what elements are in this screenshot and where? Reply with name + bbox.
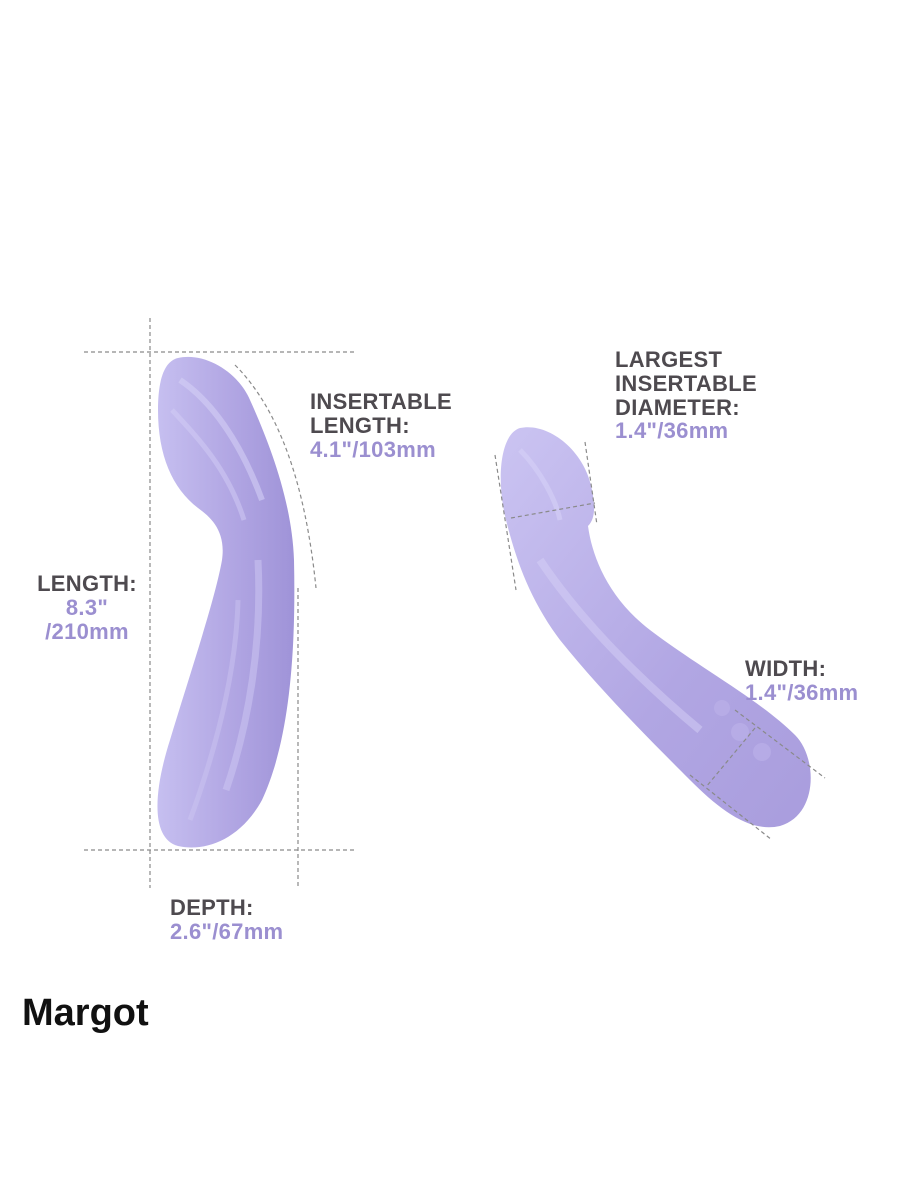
width-guide-bottom xyxy=(689,774,773,841)
product-title: Margot xyxy=(22,992,149,1034)
product-side-view xyxy=(157,356,295,848)
diameter-value: 1.4"/36mm xyxy=(615,418,729,444)
left-guide-lines xyxy=(84,318,356,888)
insertable-length-label: INSERTABLE LENGTH: 4.1"/103mm xyxy=(310,390,452,461)
diameter-title-1: LARGEST xyxy=(615,347,723,372)
width-label: WIDTH: 1.4"/36mm xyxy=(745,657,858,705)
diameter-title-2: INSERTABLE xyxy=(615,370,757,396)
diameter-guide-cross xyxy=(510,502,596,519)
insertable-length-title-1: INSERTABLE xyxy=(310,389,452,414)
insertable-length-value: 4.1"/103mm xyxy=(310,436,436,462)
width-guide-top xyxy=(734,709,826,779)
width-value: 1.4"/36mm xyxy=(745,679,859,705)
width-guide-cross xyxy=(705,727,756,788)
depth-title: DEPTH: xyxy=(170,895,254,920)
length-title: LENGTH: xyxy=(37,571,137,596)
length-value-inches: 8.3" xyxy=(65,594,109,620)
length-value-mm: /210mm xyxy=(45,618,129,644)
largest-diameter-label: LARGEST INSERTABLE DIAMETER: 1.4"/36mm xyxy=(615,348,757,443)
diameter-guide-left xyxy=(494,454,517,591)
diameter-title-3: DIAMETER: xyxy=(615,394,740,420)
insertable-length-title-2: LENGTH: xyxy=(310,412,410,438)
insertable-length-arc xyxy=(234,364,317,589)
right-guide-lines xyxy=(494,441,826,841)
width-title: WIDTH: xyxy=(745,656,827,681)
length-label: LENGTH: 8.3" /210mm xyxy=(35,572,139,643)
depth-label: DEPTH: 2.6"/67mm xyxy=(170,896,283,944)
depth-value: 2.6"/67mm xyxy=(170,918,284,944)
product-angled-view xyxy=(500,427,811,828)
